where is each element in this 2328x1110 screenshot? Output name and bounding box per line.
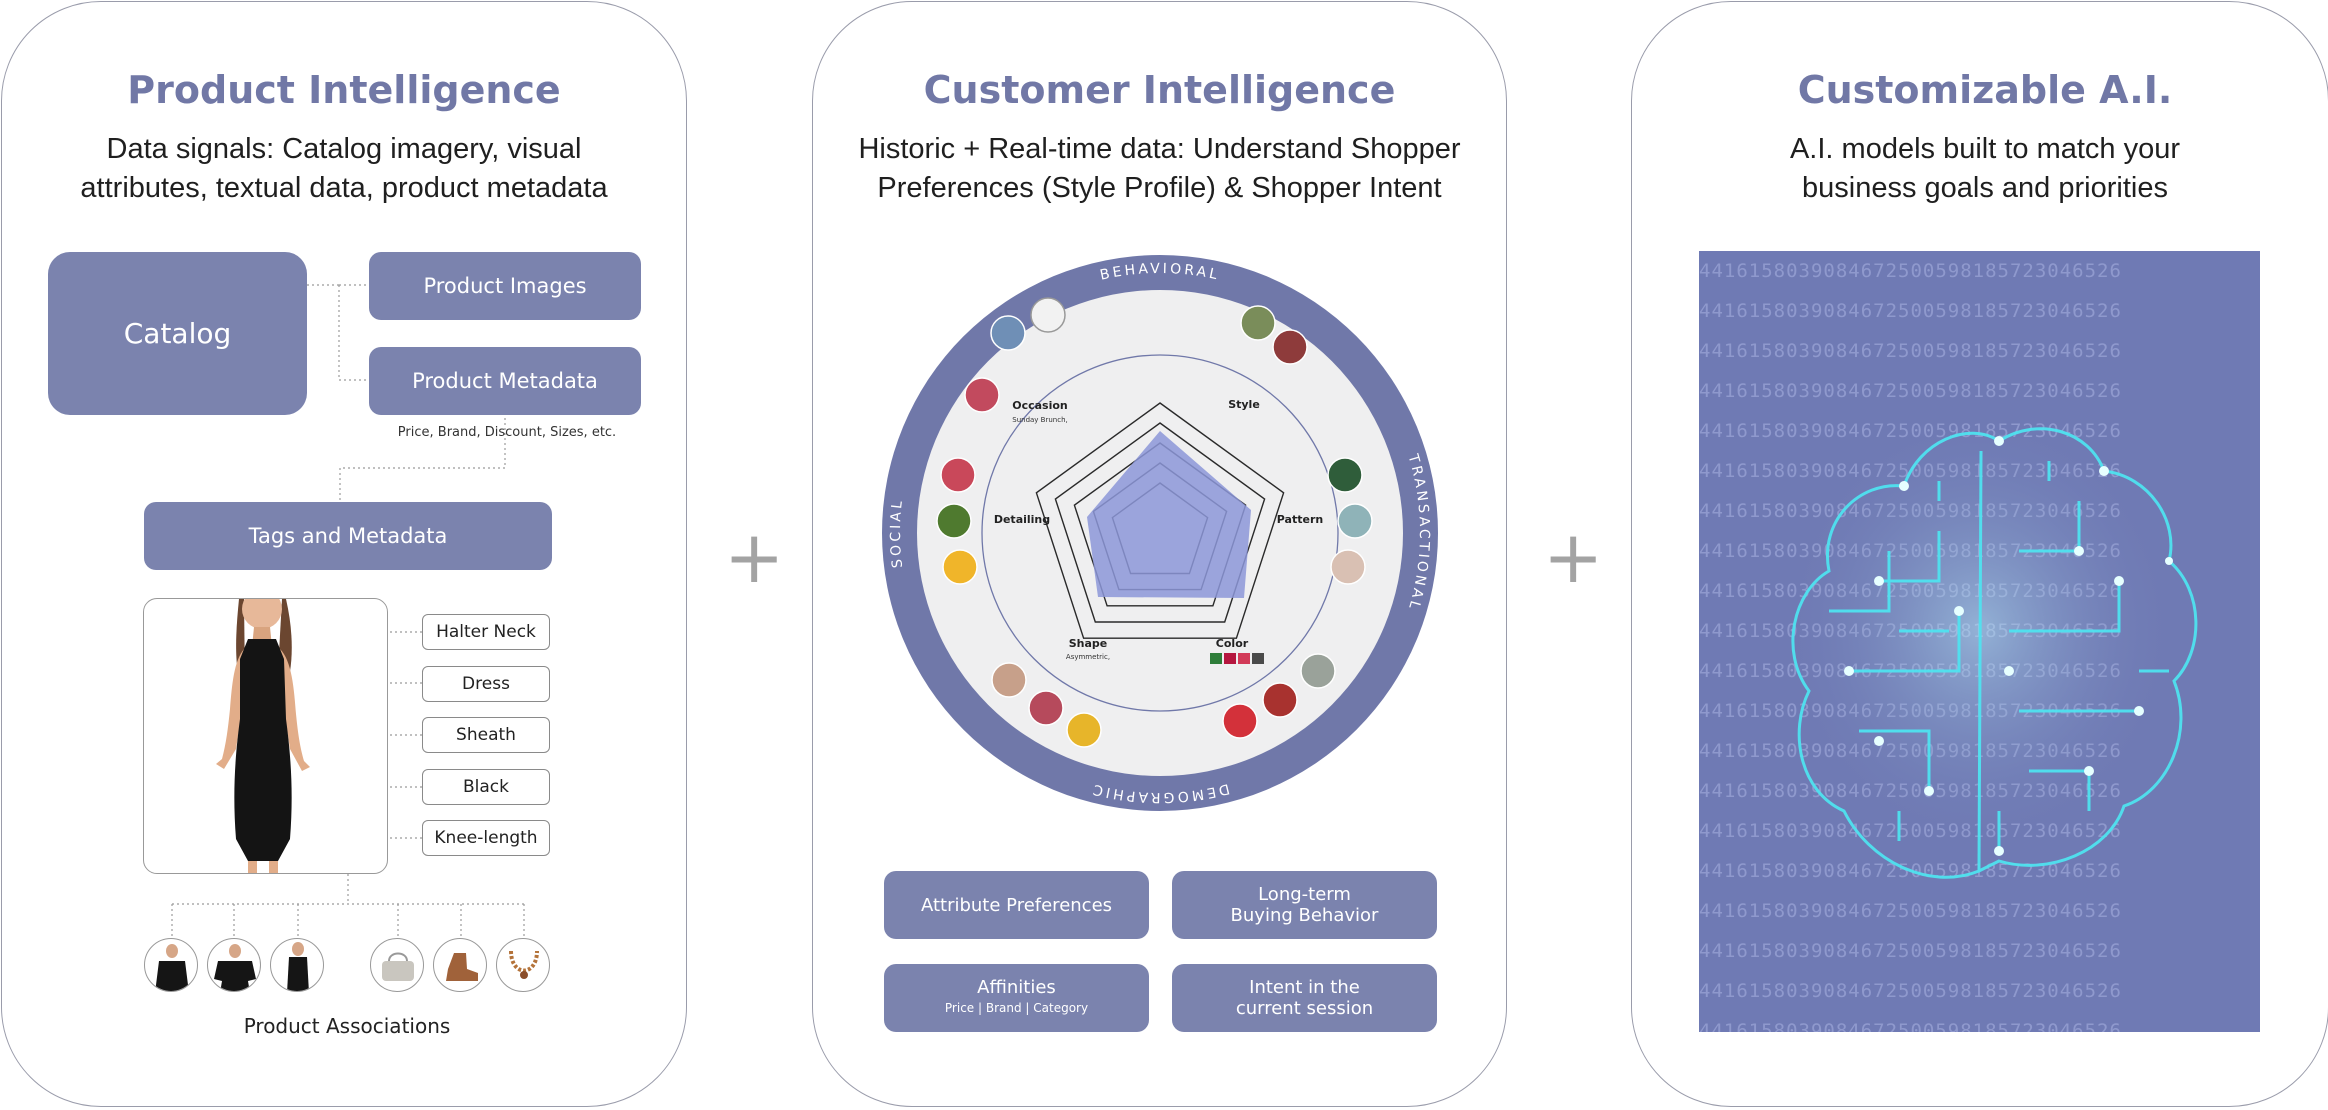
radar-label-shape: Shape bbox=[1069, 637, 1108, 650]
radar-label-color: Color bbox=[1216, 637, 1249, 650]
style-thumbs bbox=[1240, 305, 1308, 365]
tag-dress[interactable]: Dress bbox=[422, 666, 550, 702]
radar-label-occasion-sub: Sunday Brunch, bbox=[1012, 416, 1067, 424]
black-blouse-icon bbox=[214, 944, 256, 991]
long-term-label-1: Long-term bbox=[1258, 884, 1351, 905]
radar-label-shape-sub: Asymmetric, bbox=[1066, 653, 1110, 661]
intent-label-1: Intent in the bbox=[1249, 977, 1360, 998]
association-black-top-thumb[interactable] bbox=[144, 938, 198, 992]
customer-intelligence-subtitle: Historic + Real-time data: Understand Sh… bbox=[813, 130, 1506, 208]
tag-knee-length[interactable]: Knee-length bbox=[422, 820, 550, 856]
radar-fill bbox=[1087, 431, 1251, 598]
affinities-sub-label: Price | Brand | Category bbox=[944, 1001, 1089, 1015]
shape-thumb-1[interactable] bbox=[991, 662, 1027, 698]
customer-intelligence-title: Customer Intelligence bbox=[923, 68, 1396, 112]
radar-label-detailing: Detailing bbox=[994, 513, 1050, 526]
customizable-ai-title: Customizable A.I. bbox=[1797, 68, 2173, 112]
necklace-icon bbox=[509, 950, 539, 979]
detailing-thumb-3[interactable] bbox=[942, 549, 978, 585]
ring-label-social: SOCIAL bbox=[888, 497, 906, 569]
style-thumb-1[interactable] bbox=[1240, 305, 1276, 341]
color-swatches bbox=[1210, 653, 1264, 664]
product-subtitle-line1: Data signals: Catalog imagery, visual bbox=[106, 133, 582, 165]
radar-boundary-circle bbox=[981, 354, 1339, 712]
brown-boot-icon bbox=[446, 953, 478, 981]
ai-subtitle-line1: A.I. models built to match your bbox=[1789, 133, 2181, 165]
customer-subtitle-line2: Preferences (Style Profile) & Shopper In… bbox=[877, 172, 1442, 204]
association-black-dress-thumb[interactable] bbox=[270, 938, 324, 992]
pattern-thumbs bbox=[1327, 457, 1373, 585]
tags-metadata-box[interactable]: Tags and Metadata bbox=[144, 502, 552, 570]
pattern-thumb-2[interactable] bbox=[1337, 503, 1373, 539]
product-intelligence-title: Product Intelligence bbox=[127, 68, 561, 112]
radar-label-style: Style bbox=[1228, 398, 1260, 411]
product-intelligence-subtitle: Data signals: Catalog imagery, visual at… bbox=[2, 130, 686, 208]
product-intelligence-panel: Product Intelligence Data signals: Catal… bbox=[1, 1, 687, 1107]
association-black-blouse-thumb[interactable] bbox=[207, 938, 261, 992]
attribute-preferences-button[interactable]: Attribute Preferences bbox=[884, 871, 1149, 939]
product-photo-frame bbox=[143, 598, 388, 874]
shape-thumb-3[interactable] bbox=[1066, 712, 1102, 748]
swatch-dark bbox=[1252, 653, 1264, 664]
swatch-green bbox=[1210, 653, 1222, 664]
tag-halter-neck[interactable]: Halter Neck bbox=[422, 614, 550, 650]
long-term-buying-button[interactable]: Long-term Buying Behavior bbox=[1172, 871, 1437, 939]
tag-sheath[interactable]: Sheath bbox=[422, 717, 550, 753]
swatch-crimson bbox=[1224, 653, 1236, 664]
black-dress-model-image bbox=[216, 599, 310, 873]
product-images-box[interactable]: Product Images bbox=[369, 252, 641, 320]
pattern-thumb-3[interactable] bbox=[1330, 549, 1366, 585]
radar-label-occasion: Occasion bbox=[1012, 399, 1068, 412]
detailing-thumb-1[interactable] bbox=[940, 457, 976, 493]
product-subtitle-line2: attributes, textual data, product metada… bbox=[80, 172, 608, 204]
product-associations-label: Product Associations bbox=[243, 1014, 451, 1038]
occasion-thumb-3[interactable] bbox=[964, 377, 1000, 413]
ai-subtitle-line2: business goals and priorities bbox=[1802, 172, 2168, 204]
black-dress-icon bbox=[287, 942, 309, 991]
style-thumb-2[interactable] bbox=[1272, 329, 1308, 365]
ring-label-behavioral: BEHAVIORAL bbox=[1099, 261, 1222, 284]
silver-bag-icon bbox=[382, 952, 414, 981]
ai-brain-image: 4416158039084672500598185723046526 bbox=[1699, 251, 2260, 1032]
association-brown-boot-thumb[interactable] bbox=[433, 938, 487, 992]
customizable-ai-panel: Customizable A.I. A.I. models built to m… bbox=[1631, 1, 2328, 1107]
metadata-note: Price, Brand, Discount, Sizes, etc. bbox=[397, 425, 617, 440]
plus-separator-1: + bbox=[724, 515, 785, 599]
detailing-thumbs bbox=[936, 457, 978, 585]
tag-black[interactable]: Black bbox=[422, 769, 550, 805]
intent-label-2: current session bbox=[1235, 998, 1374, 1019]
association-necklace-thumb[interactable] bbox=[496, 938, 550, 992]
pattern-thumb-1[interactable] bbox=[1327, 457, 1363, 493]
long-term-label-2: Buying Behavior bbox=[1230, 905, 1379, 926]
attribute-preferences-label: Attribute Preferences bbox=[920, 894, 1113, 916]
detailing-thumb-2[interactable] bbox=[936, 503, 972, 539]
color-thumb-3[interactable] bbox=[1222, 703, 1258, 739]
color-thumb-2[interactable] bbox=[1262, 682, 1298, 718]
radar-label-pattern: Pattern bbox=[1277, 513, 1323, 526]
swatch-red bbox=[1238, 653, 1250, 664]
shape-thumb-2[interactable] bbox=[1028, 690, 1064, 726]
occasion-thumb-1[interactable] bbox=[990, 315, 1026, 351]
customer-subtitle-line1: Historic + Real-time data: Understand Sh… bbox=[858, 133, 1461, 165]
affinities-button[interactable]: Affinities Price | Brand | Category bbox=[884, 964, 1149, 1032]
black-top-icon bbox=[155, 944, 189, 991]
color-thumb-1[interactable] bbox=[1300, 653, 1336, 689]
customer-intelligence-panel: Customer Intelligence Historic + Real-ti… bbox=[812, 1, 1507, 1107]
affinities-label: Affinities bbox=[977, 977, 1056, 998]
color-thumbs bbox=[1222, 653, 1336, 739]
association-silver-bag-thumb[interactable] bbox=[370, 938, 424, 992]
plus-separator-2: + bbox=[1543, 515, 1604, 599]
catalog-connectors bbox=[171, 284, 525, 938]
occasion-thumbs bbox=[964, 297, 1066, 413]
digital-brain-icon: 4416158039084672500598185723046526 bbox=[1699, 251, 2260, 1032]
style-profile-wheel: BEHAVIORAL TRANSACTIONAL DEMOGRAPHIC SOC… bbox=[882, 255, 1438, 811]
product-metadata-box[interactable]: Product Metadata bbox=[369, 347, 641, 415]
shape-thumbs bbox=[991, 662, 1102, 748]
catalog-box[interactable]: Catalog bbox=[48, 252, 307, 415]
intent-session-button[interactable]: Intent in the current session bbox=[1172, 964, 1437, 1032]
occasion-thumb-2[interactable] bbox=[1030, 297, 1066, 333]
customizable-ai-subtitle: A.I. models built to match your business… bbox=[1632, 130, 2328, 208]
